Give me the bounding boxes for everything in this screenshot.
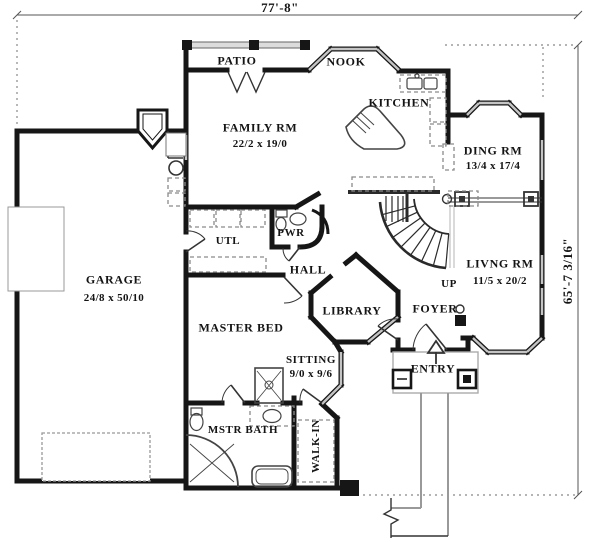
entry-posts — [391, 368, 478, 390]
dimension-lines — [12, 10, 583, 500]
entry-arrow-icon — [426, 339, 446, 364]
spiral-staircase — [348, 190, 455, 270]
garage-side-stoop — [7, 206, 65, 292]
kitchen-sink — [406, 73, 438, 90]
dimension-right-label: 65'-7 3/16" — [560, 237, 575, 305]
room-label-master-bath: MSTR BATH — [207, 424, 279, 436]
corner-post — [340, 480, 359, 496]
walkway-lines — [382, 393, 449, 538]
room-size-family: 22/2 x 19/0 — [232, 138, 288, 150]
room-label-hall: HALL — [289, 262, 327, 277]
dimension-top-label: 77'-8" — [261, 0, 299, 15]
fireplace — [136, 108, 169, 151]
room-label-nook: NOOK — [326, 54, 366, 69]
room-label-patio: PATIO — [217, 53, 257, 68]
room-label-foyer: FOYER — [412, 301, 458, 316]
walls — [14, 42, 546, 491]
room-label-utility: UTL — [215, 235, 241, 247]
room-label-dining: DING RM — [463, 143, 523, 158]
room-label-sitting: SITTING — [285, 354, 337, 366]
break-symbol — [382, 498, 400, 538]
room-label-living: LIVNG RM — [466, 256, 534, 271]
living-column — [455, 304, 466, 326]
room-label-powder: PWR — [277, 227, 305, 239]
powder-fixtures — [275, 209, 307, 232]
stairs-up-label: UP — [441, 278, 457, 290]
patio-wall — [185, 41, 310, 49]
room-label-entry: ENTRY — [410, 361, 456, 376]
cabinetry-dashed — [167, 74, 479, 483]
room-size-sitting: 9/0 x 9/6 — [289, 368, 333, 380]
room-label-family: FAMILY RM — [222, 120, 298, 135]
family-window-seat — [165, 132, 187, 157]
dining-colonnade — [441, 191, 542, 207]
room-size-garage: 24/8 x 50/10 — [83, 292, 145, 304]
room-size-living: 11/5 x 20/2 — [473, 275, 527, 287]
kitchen-island — [345, 105, 406, 150]
room-label-master-bed: MASTER BED — [198, 320, 284, 335]
garage-door-dashed — [41, 432, 151, 482]
french-doors — [227, 71, 266, 94]
bath-fixtures — [185, 367, 293, 488]
room-size-dining: 13/4 x 17/4 — [465, 160, 521, 172]
room-label-garage: GARAGE — [85, 272, 143, 287]
hall-curve — [311, 208, 330, 235]
room-label-kitchen: KITCHEN — [368, 95, 430, 110]
extension-dotted-lines — [16, 20, 576, 496]
room-label-walk-in: WALK-IN — [310, 419, 322, 473]
room-label-library: LIBRARY — [322, 303, 382, 318]
door-swings — [185, 230, 448, 404]
